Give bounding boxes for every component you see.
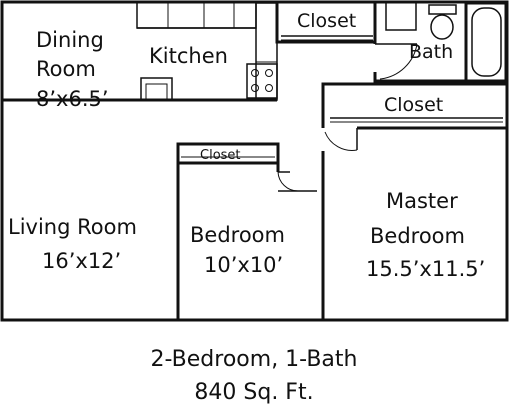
kitchen-counters	[136, 2, 278, 101]
outer-walls	[0, 0, 509, 322]
bedroom-closet-label: Closet	[200, 148, 241, 163]
master-bedroom-size: 15.5’x11.5’	[366, 257, 485, 281]
dining-label-line2: Room	[36, 57, 96, 81]
bedroom-walls	[176, 163, 280, 320]
dining-size: 8’x6.5’	[36, 87, 109, 111]
bath-door-icon	[375, 43, 418, 80]
bath-walls	[373, 2, 466, 83]
bedroom-door-icon	[277, 171, 317, 192]
sink-icon	[385, 2, 417, 31]
top-closet	[275, 2, 375, 44]
master-bedroom-label-line1: Master	[386, 189, 458, 213]
top-closet-label: Closet	[297, 10, 356, 32]
bedroom-label: Bedroom	[190, 223, 285, 247]
square-footage: 840 Sq. Ft.	[194, 380, 313, 405]
bath-label: Bath	[409, 41, 453, 63]
bedroom-size: 10’x10’	[204, 253, 283, 277]
master-door-icon	[324, 128, 358, 151]
living-room-label: Living Room	[8, 215, 137, 239]
kitchen-label: Kitchen	[149, 44, 228, 68]
living-room-size: 16’x12’	[42, 249, 121, 273]
master-closet	[321, 82, 507, 130]
stove-icon	[246, 63, 278, 99]
kitchen-island	[140, 77, 173, 100]
master-closet-label: Closet	[384, 94, 443, 116]
master-bedroom-label-line2: Bedroom	[370, 224, 465, 248]
bedroom-closet	[176, 142, 280, 165]
toilet-icon	[428, 4, 457, 40]
dining-label-line1: Dining	[36, 28, 104, 52]
bathtub-icon	[464, 1, 508, 83]
layout-summary: 2-Bedroom, 1-Bath	[151, 347, 358, 372]
